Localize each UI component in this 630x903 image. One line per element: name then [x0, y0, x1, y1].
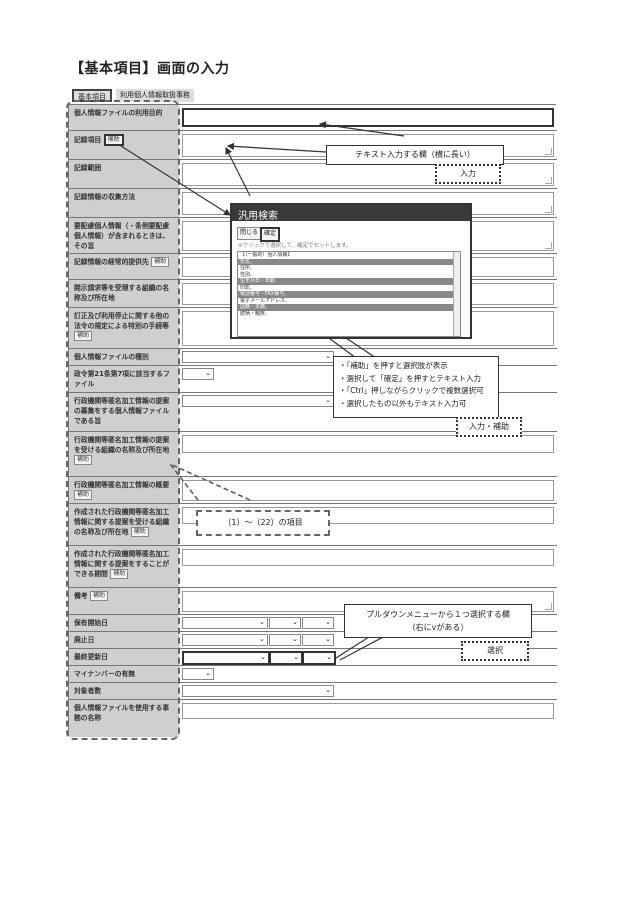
row-label: 政令第21条第7項に該当するファイル — [69, 366, 179, 393]
chevron-down-icon: ⌄ — [325, 396, 331, 404]
list-item[interactable]: 住所、 — [240, 265, 256, 271]
update-day-select[interactable]: ⌄ — [302, 651, 336, 665]
callout-items-range: （1）～（22）の項目 — [196, 510, 330, 536]
row-label: 対象者数 — [69, 683, 179, 700]
row-label: 行政機関等匿名加工情報の提案を受ける組織の名称及び所在地補助 — [69, 432, 179, 477]
row-label: 廃止日 — [69, 632, 179, 649]
row-label: 訂正及び利用停止に関する他の法令の規定による特別の手続等補助 — [69, 308, 179, 349]
row-label: 開示請求等を受理する組織の名称及び所在地 — [69, 280, 179, 308]
chevron-down-icon: ⌄ — [205, 369, 211, 377]
chevron-down-icon: ⌄ — [326, 653, 332, 661]
update-year-select[interactable]: ⌄ — [182, 651, 270, 665]
list-item[interactable]: 続柄・親族、 — [240, 310, 271, 317]
list-item[interactable]: 【（一般的）個人情報】 — [240, 252, 293, 258]
form-row: 対象者数 ⌄ — [69, 682, 557, 700]
form-row: 行政機関等匿名加工情報の提案を受ける組織の名称及び所在地補助 — [69, 431, 557, 477]
row-label: 行政機関等匿名加工情報の提案の募集をする個人情報ファイルである旨 — [69, 393, 179, 432]
list-item[interactable]: 電子メールアドレス、 — [240, 297, 291, 304]
form-row: 行政機関等匿名加工情報の概要補助 — [69, 476, 557, 504]
chevron-down-icon: ⌄ — [260, 653, 266, 661]
chevron-down-icon: ⌄ — [325, 635, 331, 643]
popup-title: 汎用検索 — [232, 205, 470, 222]
chevron-down-icon: ⌄ — [205, 669, 211, 677]
row-label: 要配慮個人情報（・条例要配慮個人情報）が含まれるときは、その旨 — [69, 218, 179, 254]
row-label: マイナンバーの有無 — [69, 666, 179, 683]
row-label: 記録情報の収集方法 — [69, 189, 179, 218]
row-label: 記録範囲 — [69, 160, 179, 189]
row-label: 個人情報ファイルを使用する事務の名称 — [69, 700, 179, 737]
form-row: 個人情報ファイルを使用する事務の名称 — [69, 699, 557, 737]
popup-hint: ※クリックで選択して、確定でセットします。 — [238, 243, 352, 249]
help-button[interactable]: 補助 — [74, 490, 93, 500]
chevron-down-icon: ⌄ — [259, 635, 265, 643]
callout-text-field: テキスト入力する欄（横に長い） — [326, 145, 504, 165]
list-item[interactable]: 氏名、 — [238, 258, 460, 265]
row-label: 備考 補助 — [69, 588, 179, 615]
row-label: 個人情報ファイルの利用目的 — [69, 105, 179, 130]
end-year-select[interactable]: ⌄ — [182, 634, 268, 646]
help-button[interactable]: 補助 — [151, 257, 170, 267]
proposal-period-textarea[interactable] — [182, 549, 554, 566]
file-type-select[interactable]: ⌄ — [182, 351, 334, 363]
row-label: 最終更新日 — [69, 649, 179, 666]
list-scrollbar[interactable] — [453, 252, 460, 336]
form-row: マイナンバーの有無 ⌄ — [69, 665, 557, 683]
start-month-select[interactable]: ⌄ — [269, 617, 301, 629]
close-button[interactable]: 閉じる — [237, 227, 262, 240]
chevron-down-icon: ⌄ — [259, 618, 265, 626]
callout-select: 選択 — [461, 641, 529, 661]
help-button[interactable]: 補助 — [130, 527, 149, 537]
help-button[interactable]: 補助 — [74, 331, 93, 341]
callout-pulldown: プルダウンメニューから１つ選択する欄 （右にⅴがある） — [344, 604, 532, 638]
option-list[interactable]: 【（一般的）個人情報】 氏名、 住所、 性別、 生年月日・年齢、 印影、 電話番… — [237, 251, 461, 337]
help-button[interactable]: 補助 — [89, 591, 108, 601]
purpose-textarea[interactable] — [182, 108, 554, 127]
form-row: 個人情報ファイルの利用目的 — [69, 105, 557, 130]
row-label: 個人情報ファイルの種別 — [69, 349, 179, 366]
usage-affair-textarea[interactable] — [182, 703, 554, 719]
row-label: 記録情報の経常的提供先 補助 — [69, 254, 179, 280]
article21-select[interactable]: ⌄ — [182, 368, 214, 380]
start-year-select[interactable]: ⌄ — [182, 617, 268, 629]
list-item[interactable]: 印影、 — [240, 284, 256, 291]
row-label: 行政機関等匿名加工情報の概要補助 — [69, 477, 179, 504]
confirm-button[interactable]: 確定 — [260, 227, 281, 242]
tab-usage-affairs[interactable]: 利用個人情報取扱事務 — [116, 89, 194, 102]
page-title: 【基本項目】画面の入力 — [70, 61, 230, 77]
anon-org-textarea[interactable] — [182, 435, 554, 453]
anon-summary-textarea[interactable] — [182, 480, 554, 501]
end-day-select[interactable]: ⌄ — [302, 634, 334, 646]
callout-input-helper: 入力・補助 — [456, 417, 522, 437]
chevron-down-icon: ⌄ — [292, 618, 298, 626]
list-item[interactable]: 性別、 — [240, 271, 256, 278]
row-label: 作成された行政機関等匿名加工情報に関する提案を受ける組織の名称及び所在地 補助 — [69, 504, 179, 546]
help-button[interactable]: 補助 — [103, 134, 124, 146]
chevron-down-icon: ⌄ — [325, 352, 331, 360]
start-day-select[interactable]: ⌄ — [302, 617, 334, 629]
mynumber-select[interactable]: ⌄ — [182, 668, 214, 680]
chevron-down-icon: ⌄ — [292, 635, 298, 643]
help-button[interactable]: 補助 — [110, 569, 129, 579]
generic-search-popup: 汎用検索 閉じる 確定 ※クリックで選択して、確定でセットします。 【（一般的）… — [230, 203, 472, 339]
form-row: 作成された行政機関等匿名加工情報に関する提案をすることができる期間 補助 — [69, 545, 557, 588]
list-item[interactable]: 生年月日・年齢、 — [238, 278, 460, 285]
chevron-down-icon: ⌄ — [325, 686, 331, 694]
row-label: 保有開始日 — [69, 615, 179, 632]
row-label: 作成された行政機関等匿名加工情報に関する提案をすることができる期間 補助 — [69, 546, 179, 588]
subject-count-select[interactable]: ⌄ — [182, 685, 334, 697]
list-item[interactable]: 電話番号・FAX番号、 — [238, 291, 460, 298]
label-column-highlight — [66, 100, 180, 740]
callout-input: 入力 — [435, 164, 501, 184]
callout-helper-notes: ・「補助」を押すと選択肢が表示 ・選択して「確定」を押すとテキスト入力 ・「Ct… — [333, 356, 499, 418]
list-item[interactable]: 国籍・本籍、 — [238, 304, 460, 311]
end-month-select[interactable]: ⌄ — [269, 634, 301, 646]
form-row: 最終更新日 ⌄ ⌄ ⌄ — [69, 648, 557, 666]
row-label: 記録項目 補助 — [69, 131, 179, 160]
help-button[interactable]: 補助 — [74, 455, 93, 465]
chevron-down-icon: ⌄ — [325, 618, 331, 626]
chevron-down-icon: ⌄ — [293, 653, 299, 661]
